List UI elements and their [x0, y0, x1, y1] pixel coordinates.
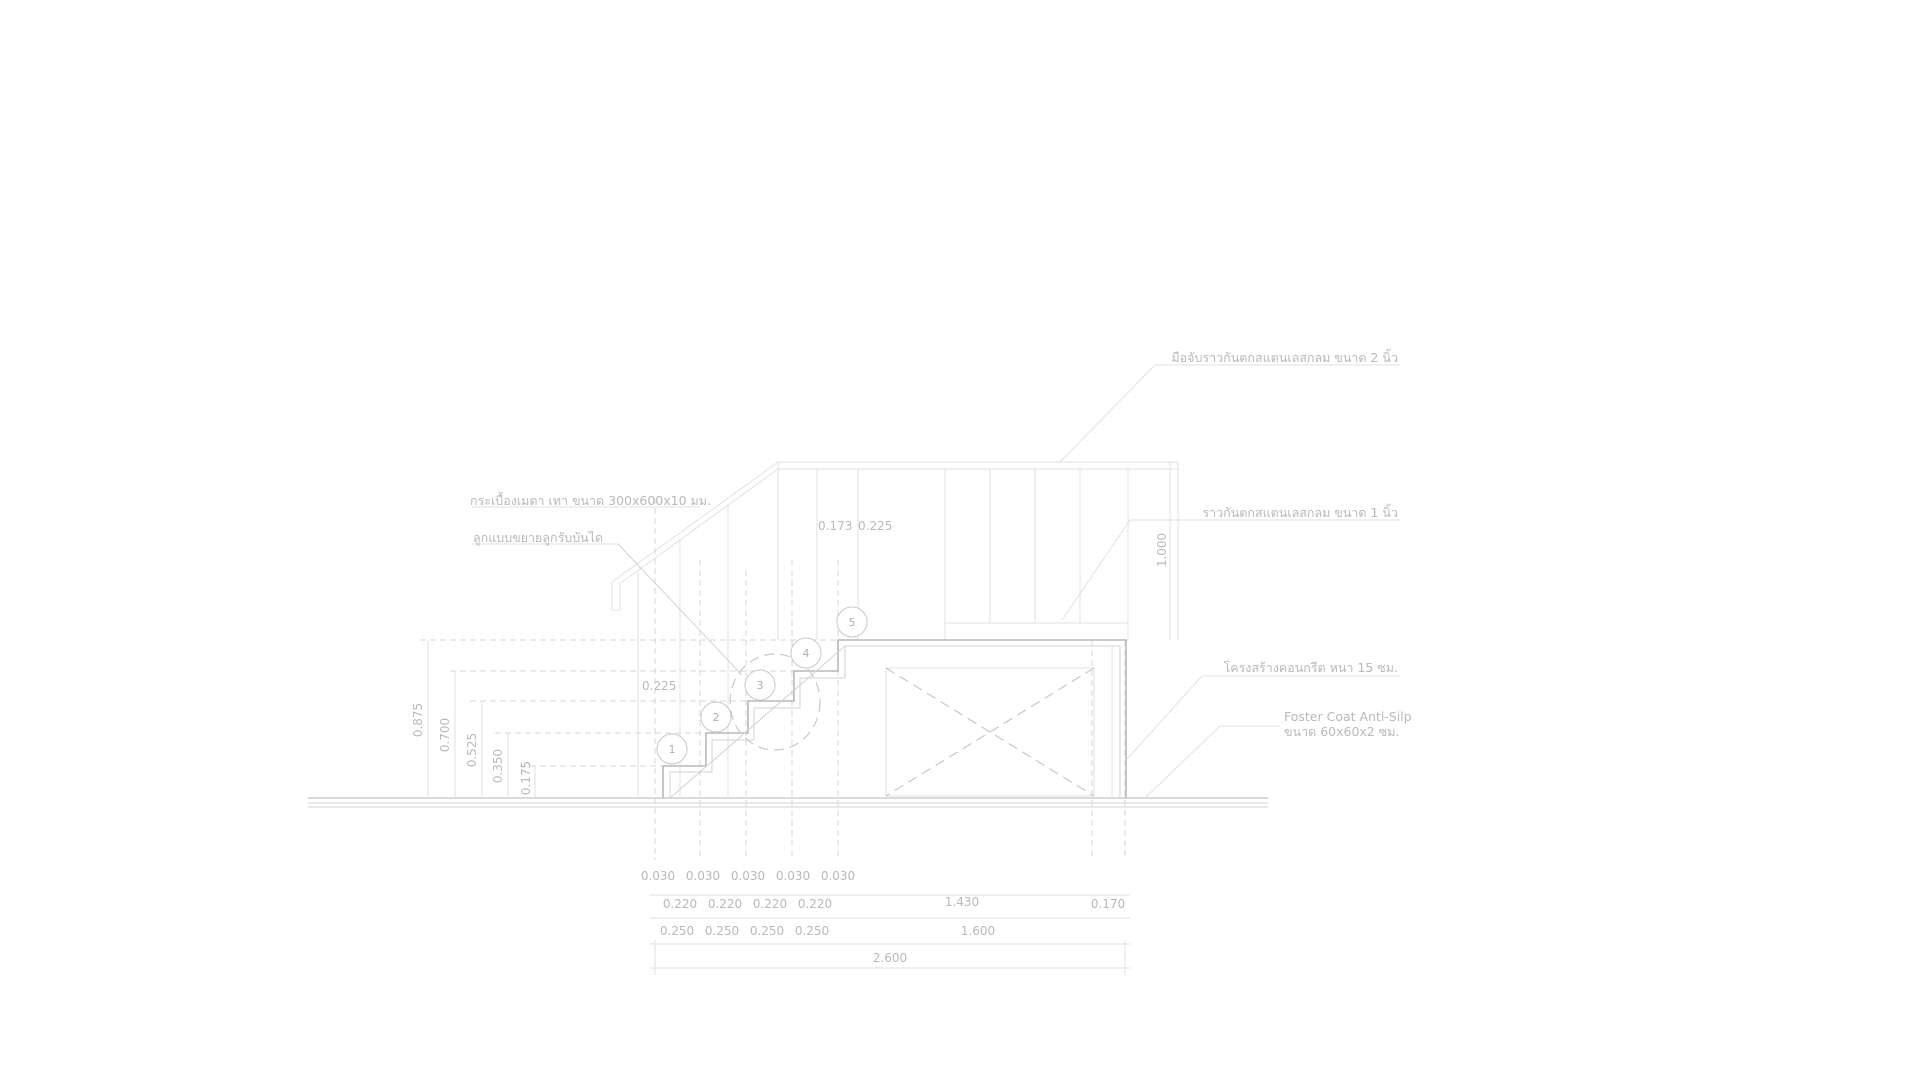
step-marker-5: 5: [836, 606, 868, 638]
landing-inner-dim: 1.430: [945, 895, 979, 909]
svg-text:5: 5: [849, 616, 856, 629]
wall-dim: 0.170: [1091, 897, 1125, 911]
guardrail-frame: [611, 461, 1179, 798]
nosing-note: ลูกแบบขยายลูกรับบันได: [473, 530, 603, 546]
tread-dim-4: 0.220: [798, 897, 832, 911]
gap-dim-4: 0.030: [776, 869, 810, 883]
going-dim-3: 0.250: [750, 924, 784, 938]
going-dim-2: 0.250: [705, 924, 739, 938]
step-marker-3: 3: [744, 669, 776, 701]
step-marker-4: 4: [790, 637, 822, 669]
svg-text:4: 4: [803, 647, 810, 660]
tread-dim-2: 0.220: [708, 897, 742, 911]
step-marker-1: 1: [656, 733, 688, 765]
height-dim-5: 0.175: [519, 761, 533, 795]
guardrail-note: ราวกันตกสแตนเลสกลม ขนาด 1 นิ้ว: [1202, 503, 1398, 520]
svg-text:2: 2: [713, 711, 720, 724]
svg-text:3: 3: [757, 679, 764, 692]
svg-text:1: 1: [669, 743, 676, 756]
gap-dim-2: 0.030: [686, 869, 720, 883]
detail-callout-circle: [729, 653, 821, 751]
left-dimension-lines: [427, 462, 1171, 798]
tread-dim-3: 0.220: [753, 897, 787, 911]
step-marker-2: 2: [700, 701, 732, 733]
tile-note: กระเบื้องเมตา เทา ขนาด 300x600x10 มม.: [470, 491, 711, 508]
going-dim-1: 0.250: [660, 924, 694, 938]
stair-profile: [662, 639, 1127, 799]
handrail-note: มือจับราวกันตกสแตนเลสกลม ขนาด 2 นิ้ว: [1171, 348, 1398, 365]
height-dim-2: 0.700: [438, 718, 452, 752]
gap-dim-5: 0.030: [821, 869, 855, 883]
concrete-note: โครงสร้างคอนกรีต หนา 15 ซม.: [1224, 660, 1399, 675]
leader-lines: [472, 364, 1400, 799]
height-dim-1: 0.875: [411, 703, 425, 737]
gap-dim-1: 0.030: [641, 869, 675, 883]
gap-dim-3: 0.030: [731, 869, 765, 883]
riser-dim: 0.173: [818, 519, 852, 533]
height-dim-4: 0.350: [491, 749, 505, 783]
floor-size-note: ขนาด 60x60x2 ซม.: [1284, 724, 1399, 739]
ground-line: [308, 797, 1268, 808]
landing-dim: 1.600: [961, 924, 995, 938]
tread-dim-top: 0.225: [858, 519, 892, 533]
tread-dim-left: 0.225: [642, 679, 676, 693]
floor-finish-note: Foster Coat Anti-Silp: [1284, 709, 1412, 724]
going-dim-4: 0.250: [795, 924, 829, 938]
total-length-dim: 2.600: [873, 951, 907, 965]
height-dim-3: 0.525: [465, 733, 479, 767]
step-markers: 1 2 3 4 5: [656, 606, 868, 765]
rail-height-dim: 1.000: [1155, 533, 1169, 567]
tread-dim-1: 0.220: [663, 897, 697, 911]
bottom-dimension-lines: [650, 894, 1130, 975]
